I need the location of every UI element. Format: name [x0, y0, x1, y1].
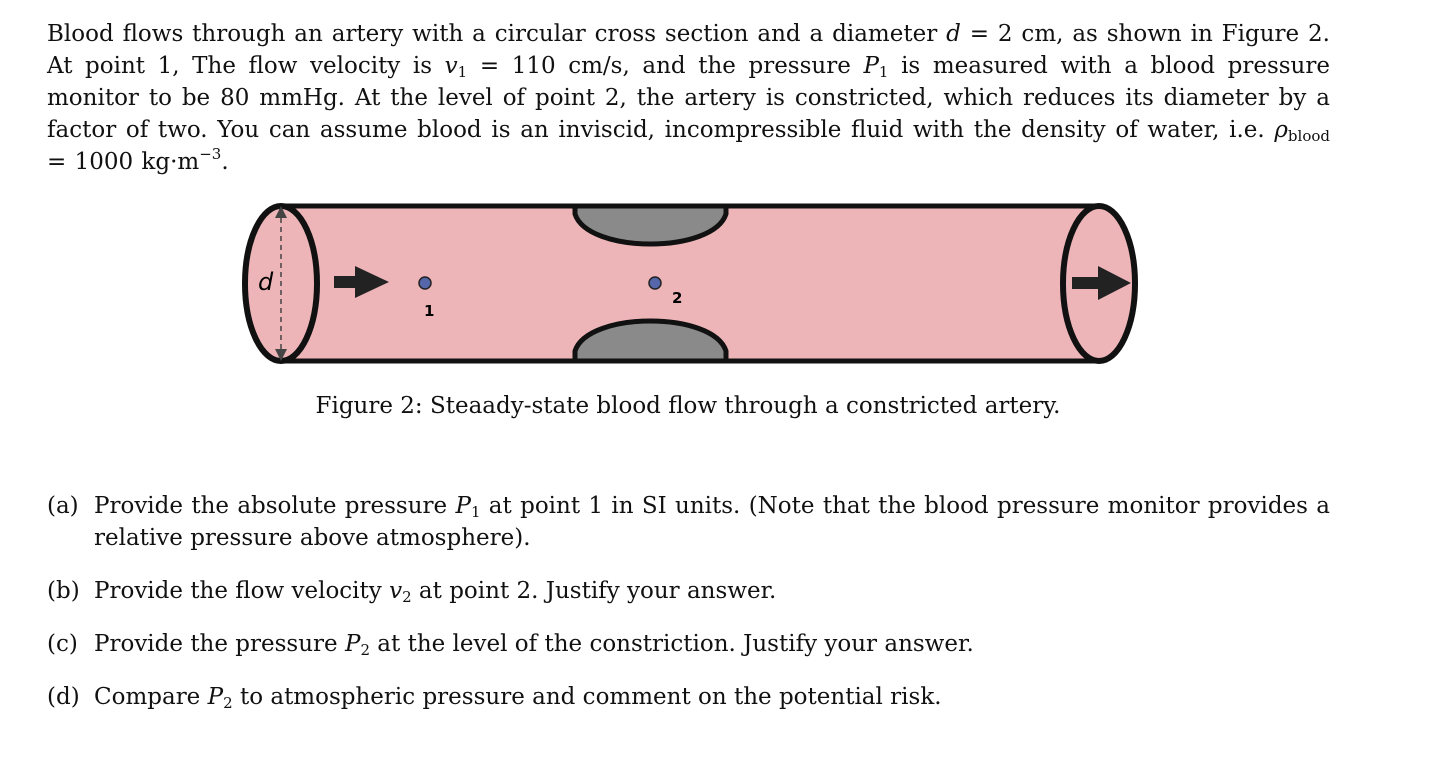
question-text: Compare [94, 684, 208, 710]
question-subscript: 2 [223, 694, 233, 712]
question-text: at point 2. Justify your answer. [411, 578, 777, 604]
point-1-label: 1 [424, 302, 434, 320]
problem-statement: Blood flows through an artery with a cir… [47, 18, 1330, 178]
question-d: (d) Compare P2 to atmospheric pressure an… [47, 681, 1330, 713]
pressure-subscript: 1 [878, 63, 889, 81]
question-label: (a) [47, 493, 79, 519]
inflow-arrow [334, 266, 389, 298]
velocity-variable: v [444, 53, 458, 79]
point-2-label: 2 [672, 289, 682, 307]
question-variable: P [344, 631, 361, 657]
question-text: at point 1 in SI units. (Note that the b… [94, 493, 1330, 551]
question-list: (a)Provide the absolute pressure P1 at p… [47, 490, 1330, 734]
question-text: Provide the pressure [94, 631, 345, 657]
question-variable: P [207, 684, 224, 710]
pressure-variable: P [863, 53, 879, 79]
intro-text-2: = 2 cm, as shown in Figure 2. At point 1… [47, 21, 1330, 79]
question-text: Provide the absolute pressure [94, 493, 456, 519]
question-label: (b) [47, 578, 80, 604]
intro-text-3: = 110 cm/s, and the pressure [467, 53, 864, 79]
question-variable: P [455, 493, 471, 519]
question-text: to atmospheric pressure and comment on t… [232, 684, 942, 710]
question-label: (c) [47, 631, 78, 657]
velocity-subscript: 1 [457, 63, 468, 81]
question-variable: v [389, 578, 403, 604]
upper-constriction [572, 203, 729, 247]
question-b: (b) Provide the flow velocity v2 at point… [47, 575, 1330, 607]
intro-text-1: Blood flows through an artery with a cir… [47, 21, 947, 47]
intro-text-4: is measured with a blood pressure monito… [47, 53, 1330, 143]
density-exponent: −3 [199, 145, 222, 163]
question-subscript: 2 [360, 641, 370, 659]
question-subscript: 2 [402, 588, 412, 606]
artery-figure: d 1 2 [242, 203, 1138, 364]
intro-text-6: . [221, 149, 229, 175]
question-a: (a) Provide the absolute pressure P1 at p… [47, 490, 1330, 554]
question-subscript: 1 [470, 503, 481, 521]
density-variable: ρ [1274, 117, 1288, 143]
diameter-arrow-down [275, 349, 287, 361]
diameter-variable: d [946, 21, 961, 47]
question-label: (d) [47, 684, 80, 710]
outflow-arrow [1072, 266, 1131, 300]
diameter-arrow-up [275, 206, 287, 218]
intro-text-5: = 1000 kg·m [47, 149, 200, 175]
point-1-marker [418, 276, 432, 290]
question-c: (c) Provide the pressure P2 at the level … [47, 628, 1330, 660]
diameter-label: d [258, 268, 274, 296]
figure-caption: Figure 2: Steaady-state blood flow throu… [315, 393, 1061, 419]
point-2-marker [648, 276, 662, 290]
question-text: Provide the flow velocity [94, 578, 390, 604]
density-subscript: blood [1287, 127, 1330, 145]
question-text: at the level of the constriction. Justif… [370, 631, 974, 657]
lower-constriction [572, 318, 729, 364]
